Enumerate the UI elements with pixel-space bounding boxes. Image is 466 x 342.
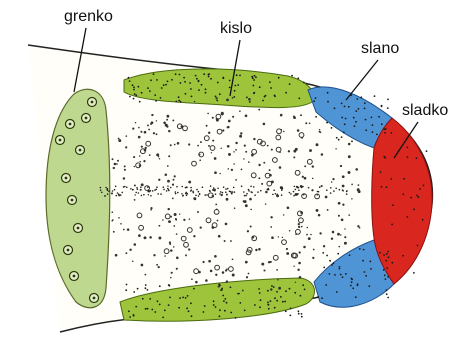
label-grenko: grenko xyxy=(64,9,113,25)
slano-pointer xyxy=(346,60,378,100)
label-slano: slano xyxy=(361,41,399,57)
sweet-zone xyxy=(372,118,432,284)
label-kislo: kislo xyxy=(220,21,252,37)
label-sladko: sladko xyxy=(402,103,448,119)
